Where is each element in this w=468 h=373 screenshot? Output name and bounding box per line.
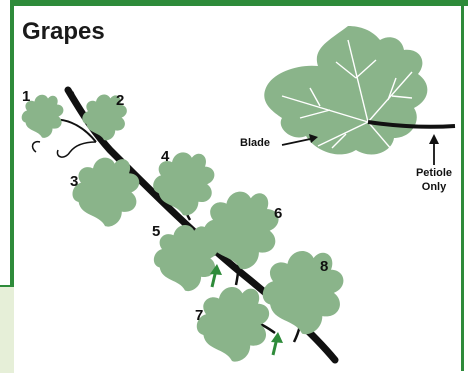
leaf-number-5: 5 [152, 223, 160, 240]
leaf-number-8: 8 [320, 258, 328, 275]
leaf-number-7: 7 [195, 307, 203, 324]
blade-label: Blade [240, 136, 270, 150]
petiole-label-line2: Only [411, 180, 457, 194]
leaf-number-6: 6 [274, 205, 282, 222]
petiole-label-line1: Petiole [411, 166, 457, 180]
leaf-number-2: 2 [116, 92, 124, 109]
petiole-label: Petiole Only [411, 166, 457, 194]
leaf-number-1: 1 [22, 88, 30, 105]
petiole-arrow [429, 134, 439, 165]
leaf-number-3: 3 [70, 173, 78, 190]
blade-leaf-icon [264, 26, 455, 154]
leaf-number-4: 4 [161, 148, 169, 165]
